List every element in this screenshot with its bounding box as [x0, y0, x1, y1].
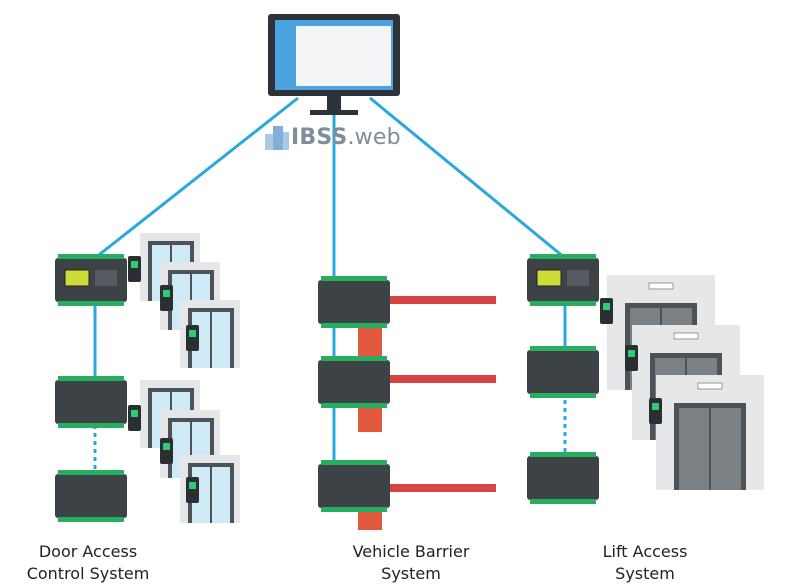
- door-access-devices: [55, 233, 240, 523]
- ibss-web-logo: IBSS.web: [263, 122, 401, 152]
- monitor: [268, 14, 400, 115]
- building-icon: [265, 126, 289, 150]
- vehicle-barrier-devices: [318, 276, 496, 530]
- vehicle-barrier-caption: Vehicle Barrier System: [352, 542, 470, 583]
- lift-access-caption: Lift Access System: [602, 542, 688, 583]
- brand-name: IBSS.web: [291, 124, 401, 150]
- door-access-caption: Door Access Control System: [26, 542, 150, 583]
- lift-access-devices: [527, 254, 765, 504]
